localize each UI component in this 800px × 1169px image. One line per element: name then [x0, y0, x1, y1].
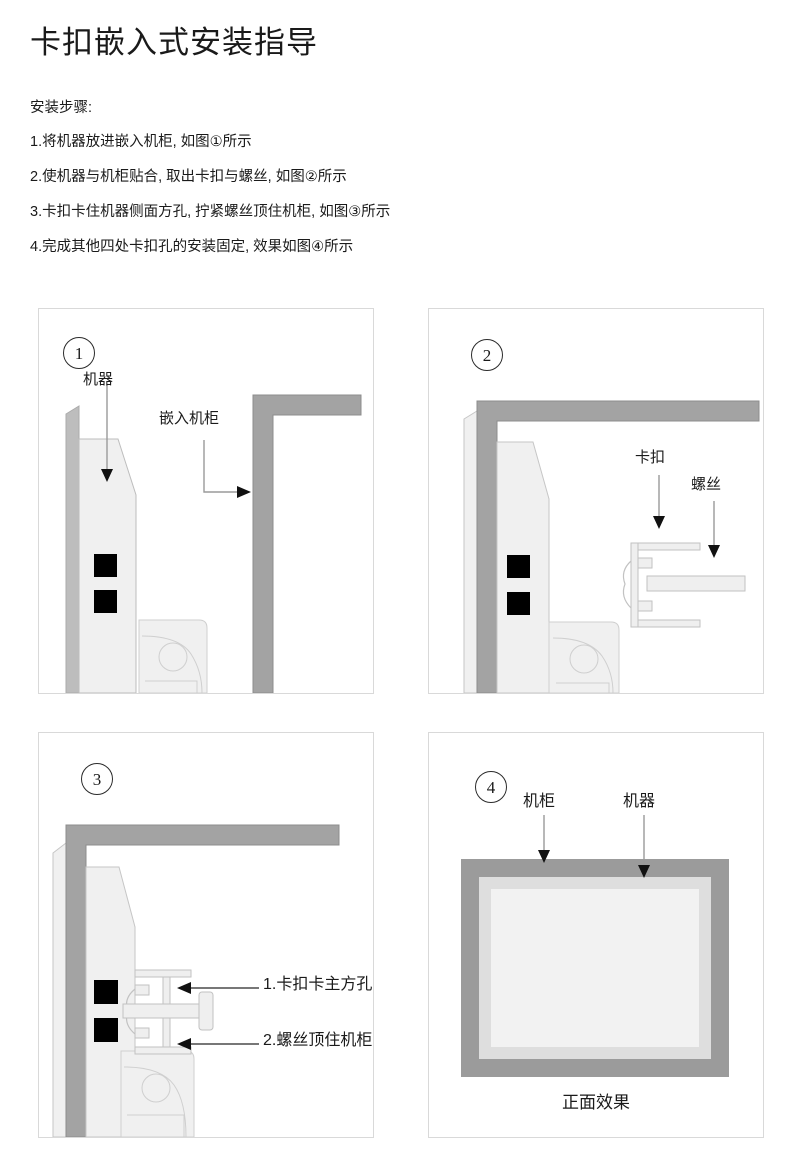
device-bezel: [52, 841, 67, 1137]
front-view-caption: 正面效果: [562, 1093, 630, 1112]
square-hole-lower: [94, 590, 117, 613]
clip-part: [622, 542, 701, 628]
step-item-4: 4.完成其他四处卡扣孔的安装固定, 效果如图④所示: [30, 239, 354, 255]
device-bracket: [120, 1050, 195, 1137]
device-bezel: [463, 410, 478, 693]
machine-leader-arrow: [101, 384, 113, 482]
panel-3-number-badge: 3: [81, 763, 113, 795]
square-hole-upper: [507, 555, 530, 578]
clip-leader-arrow: [653, 475, 665, 529]
screw-part: [122, 991, 214, 1031]
square-hole-upper: [94, 554, 117, 577]
figure-1-artwork: [65, 384, 362, 693]
figure-4-artwork: [461, 815, 729, 1077]
machine-leader-arrow: [638, 815, 650, 878]
embedded-cabinet-shape: [252, 394, 362, 693]
label-machine: 机器: [623, 793, 656, 810]
panel-2-number-badge: 2: [471, 339, 503, 371]
label-screw-against-cabinet: 2.螺丝顶住机柜: [263, 1032, 373, 1049]
label-machine: 机器: [83, 371, 114, 388]
label-embedded-cabinet: 嵌入机柜: [159, 410, 220, 427]
panel-1-number-badge: 1: [63, 337, 95, 369]
screw-leader-arrow: [708, 501, 720, 558]
label-cabinet: 机柜: [523, 793, 556, 810]
square-hole-lower: [507, 592, 530, 615]
figure-panel-2: 2 卡扣 螺丝: [428, 308, 764, 694]
steps-block: 安装步骤: 1.将机器放进嵌入机柜, 如图①所示 2.使机器与机柜贴合, 取出卡…: [30, 98, 770, 272]
clip-hole-leader-arrow: [177, 982, 259, 994]
screw-cabinet-leader-arrow: [177, 1038, 259, 1050]
figure-2-artwork: [463, 400, 760, 693]
step-item-1: 1.将机器放进嵌入机柜, 如图①所示: [30, 134, 252, 150]
panel-4-number-badge: 4: [475, 771, 507, 803]
device-bracket: [548, 621, 620, 693]
cabinet-leader-arrow: [538, 815, 550, 863]
embedded-cabinet-shape: [476, 400, 760, 693]
label-clip: 卡扣: [635, 449, 666, 466]
square-hole-lower: [94, 1018, 118, 1042]
figure-panel-3: 3 1.卡扣卡主方孔 2.螺丝顶住机柜: [38, 732, 374, 1138]
figure-panel-1: 1 机器 嵌入机柜: [38, 308, 374, 694]
cabinet-leader-arrow: [203, 440, 251, 498]
screw-part: [646, 575, 746, 592]
figure-3-artwork: [52, 824, 340, 1137]
front-device-screen: [491, 889, 699, 1047]
page-title: 卡扣嵌入式安装指导: [30, 25, 318, 60]
steps-lead: 安装步骤:: [30, 100, 93, 116]
figure-panel-4: 4 机柜 机器 正面效果: [428, 732, 764, 1138]
device-bezel: [65, 405, 80, 693]
step-item-3: 3.卡扣卡住机器侧面方孔, 拧紧螺丝顶住机柜, 如图③所示: [30, 204, 391, 220]
label-screw: 螺丝: [691, 476, 722, 493]
device-bracket: [138, 619, 208, 693]
step-item-2: 2.使机器与机柜贴合, 取出卡扣与螺丝, 如图②所示: [30, 169, 347, 185]
label-clip-into-square-hole: 1.卡扣卡主方孔: [263, 976, 373, 993]
embedded-cabinet-shape: [65, 824, 340, 1137]
square-hole-upper: [94, 980, 118, 1004]
